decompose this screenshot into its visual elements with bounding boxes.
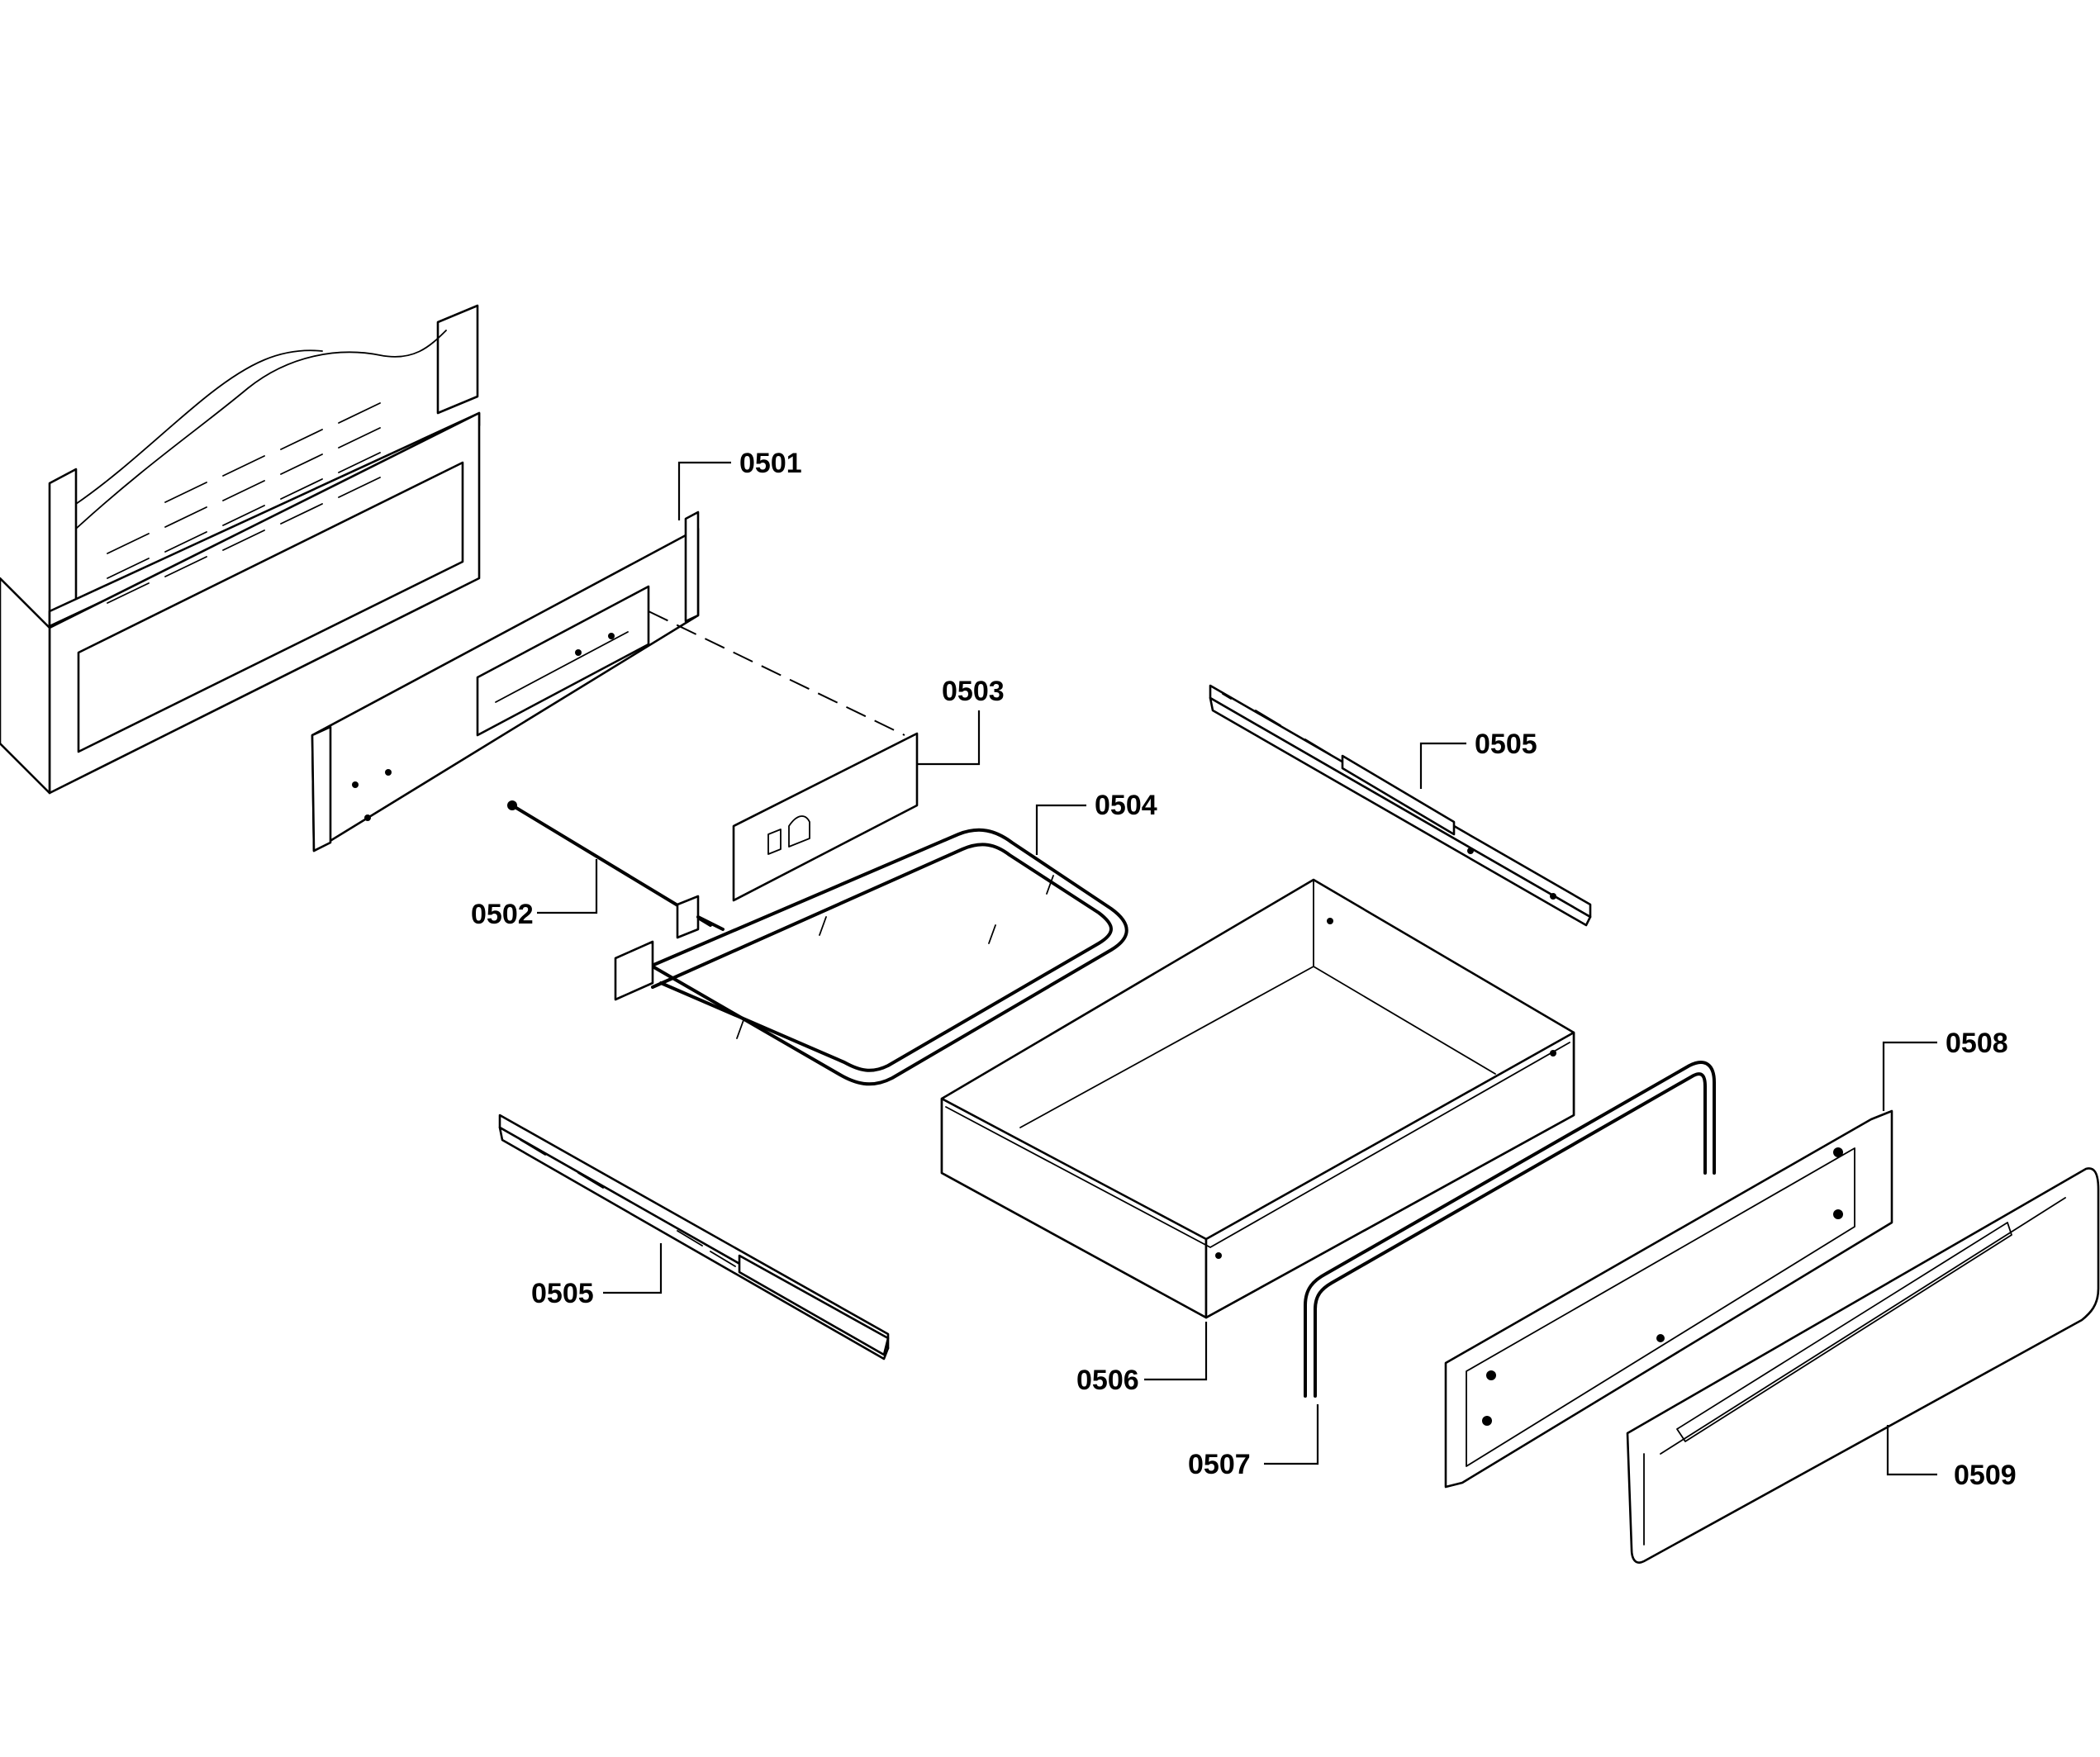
callout-0503: 0503 — [942, 676, 1005, 707]
callout-0504: 0504 — [1095, 790, 1157, 821]
callout-leaders — [537, 461, 1937, 1476]
callout-0506: 0506 — [1076, 1365, 1139, 1396]
part-0508-inner-door-panel — [1444, 1109, 1893, 1489]
part-0503-cover-plate — [732, 732, 919, 902]
alignment-dashed-line — [648, 610, 905, 736]
callout-0508: 0508 — [1946, 1028, 2008, 1059]
callout-0505-left: 0505 — [531, 1278, 594, 1309]
part-0509-door-front — [1626, 1167, 2100, 1564]
oven-body-assembly — [0, 304, 481, 795]
callout-0502: 0502 — [471, 899, 534, 930]
part-0506-drawer-box — [940, 878, 1575, 1319]
part-0504-heating-element — [614, 828, 1128, 1086]
callout-0505-right: 0505 — [1475, 729, 1537, 760]
vent-slots — [107, 402, 381, 604]
part-0502-temperature-sensor — [507, 800, 725, 939]
part-0507-door-gasket — [1304, 1061, 1716, 1398]
callout-0501: 0501 — [739, 448, 802, 479]
callout-0507: 0507 — [1188, 1449, 1251, 1480]
part-0505-right-drawer-slide — [1209, 684, 1592, 927]
part-0505-left-drawer-slide — [498, 1114, 890, 1360]
callout-0509: 0509 — [1954, 1460, 2017, 1491]
part-0501-rear-panel — [311, 510, 700, 852]
